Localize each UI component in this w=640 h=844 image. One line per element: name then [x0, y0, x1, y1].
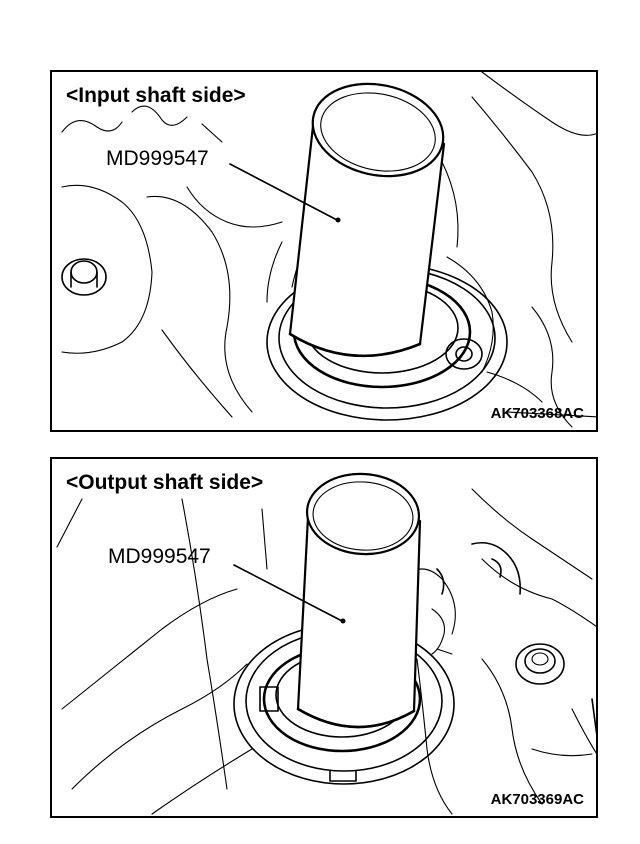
output-shaft-illustration: [56, 472, 596, 815]
right-bolt: [515, 643, 565, 685]
figure-id: AK703369AC: [490, 791, 584, 808]
callout-dot: [340, 618, 346, 624]
figure-id: AK703368AC: [490, 405, 584, 422]
callout-leader: [229, 163, 338, 221]
tool-callout-label: MD999547: [106, 147, 209, 170]
left-bolt: [61, 258, 107, 296]
tool-cylinder: [288, 82, 446, 358]
panel-heading: <Output shaft side>: [66, 471, 264, 494]
callout-leader: [233, 564, 343, 622]
housing-outline: [61, 72, 596, 428]
input-shaft-illustration: [61, 72, 596, 428]
panel-heading: <Input shaft side>: [66, 84, 246, 107]
callout-dot: [335, 217, 341, 223]
tool-callout-label: MD999547: [108, 545, 211, 568]
tool-cylinder: [296, 472, 422, 729]
output-shaft-panel: <Output shaft side> MD999547 AK703369AC: [50, 457, 598, 818]
right-eyelet: [445, 338, 483, 370]
housing-outline: [56, 488, 596, 815]
input-shaft-panel: <Input shaft side> MD999547 AK703368AC: [50, 70, 598, 432]
housing-block: [436, 541, 596, 736]
